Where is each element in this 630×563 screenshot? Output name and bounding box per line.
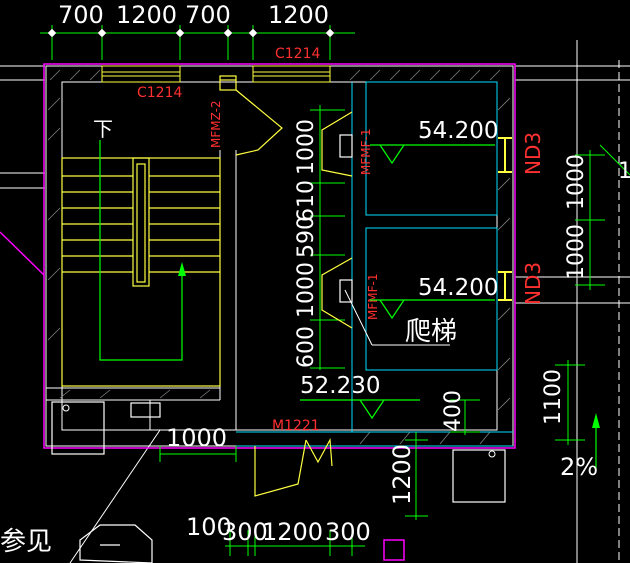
top-dim-1: 700: [58, 1, 104, 29]
slope-label: 2%: [560, 453, 598, 481]
wall-hatch: [47, 69, 511, 445]
elevation-markers: [300, 144, 495, 420]
shaft-door-frames: [339, 134, 353, 303]
window-label-inner: C1214: [137, 85, 182, 101]
top-dimension-chain: [40, 25, 355, 60]
left-door: [219, 75, 283, 156]
right-dim-chain: [575, 144, 630, 290]
lower-dims: [159, 432, 428, 520]
window-label-top: C1214: [275, 46, 320, 62]
mid-dim-3: 610: [294, 180, 319, 222]
partial-label-see: 参见: [0, 527, 52, 557]
top-dim-3: 700: [185, 1, 231, 29]
top-dim-4: 1200: [268, 1, 329, 29]
bottom-dim-100: 100: [186, 513, 232, 541]
stair-path-arrow: [99, 140, 183, 361]
right-window-label-2: ND3: [521, 262, 545, 305]
magenta-marker: [383, 539, 405, 561]
bottom-door-label: M1221: [272, 418, 320, 434]
top-windows: [101, 65, 331, 83]
bottom-dim-1200: 1200: [262, 518, 323, 546]
bottom-dim-300b: 300: [325, 518, 371, 546]
lower-dim-1000: 1000: [166, 424, 227, 452]
mid-dim-chain: [310, 105, 345, 370]
right-dim-2: 1000: [564, 224, 589, 280]
stair-direction-label: 下: [93, 117, 113, 141]
mid-dim-5: 600: [294, 326, 319, 368]
right-window-label-1: ND3: [521, 132, 545, 175]
bottom-door: [254, 437, 333, 497]
stair: [61, 157, 221, 387]
elevation-upper: 54.200: [418, 118, 498, 144]
top-dim-ticks: [47, 28, 335, 38]
elevation-lower: 54.200: [418, 275, 498, 301]
slope-arrow-head: [592, 413, 600, 428]
elevation-landing: 52.230: [300, 373, 380, 399]
mid-dim-2: 590: [294, 216, 319, 258]
lower-dim-1200: 1200: [388, 444, 416, 505]
shaft-doors: [321, 111, 353, 329]
mid-dim-4: 1000: [294, 262, 319, 318]
mid-dim-1: 1000: [294, 119, 319, 175]
left-door-label: MFMZ-2: [209, 100, 223, 148]
right-dim-1: 1000: [564, 154, 589, 210]
bottom-dim-300a: 300: [222, 518, 268, 546]
reference-lines: [0, 40, 630, 563]
right-windows: [498, 137, 512, 301]
shaft-door-upper-label: MFMF-1: [359, 129, 373, 175]
ladder-leader: [344, 289, 450, 346]
stair-arrow-head: [178, 262, 186, 276]
far-right-dims: [450, 360, 585, 445]
misc-boxes: [51, 401, 506, 563]
building-outline: [43, 63, 516, 449]
top-dim-2: 1200: [116, 1, 177, 29]
bottom-dim-chain: [225, 530, 365, 556]
shaft-door-lower-label: MFMF-1: [366, 274, 380, 320]
ladder-label: 爬梯: [405, 317, 457, 347]
far-right-dim-400: 400: [441, 390, 466, 432]
far-right-dim-1100: 1100: [541, 369, 566, 425]
partial-label-12: 12: [618, 159, 630, 184]
